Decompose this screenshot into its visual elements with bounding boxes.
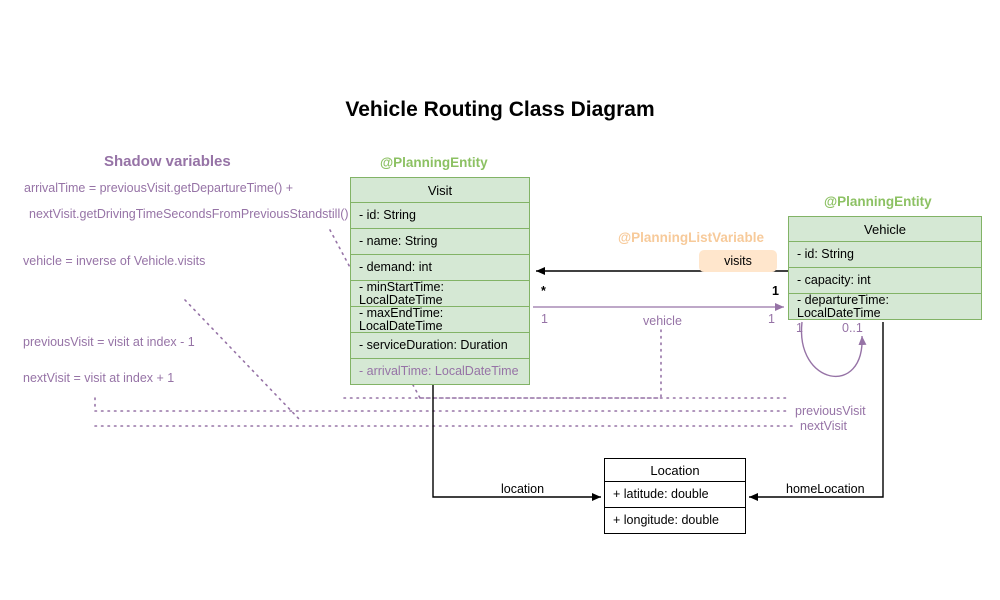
visits-badge: visits: [699, 250, 777, 272]
visits-source-multiplicity: *: [541, 284, 546, 298]
class-location-attr-0: + latitude: double: [604, 482, 746, 508]
location-role-label: location: [501, 482, 545, 496]
class-vehicle-attr-2: - departureTime: LocalDateTime: [788, 294, 982, 320]
shadow-note-vehicle: vehicle = inverse of Vehicle.visits: [23, 254, 206, 268]
previous-visit-role-label: previousVisit: [795, 404, 866, 418]
vehicle-stereotype: @PlanningEntity: [824, 194, 932, 209]
home-location-role-label: homeLocation: [786, 482, 865, 496]
class-visit-attr-5: - serviceDuration: Duration: [350, 333, 530, 359]
association-location: [432, 383, 601, 501]
class-visit-attr-3: - minStartTime: LocalDateTime: [350, 281, 530, 307]
class-visit-attr-2: - demand: int: [350, 255, 530, 281]
shadow-note-previous-visit: previousVisit = visit at index - 1: [23, 335, 195, 349]
vehicle-target-multiplicity: 1: [768, 312, 775, 326]
class-visit-attr-1: - name: String: [350, 229, 530, 255]
class-location-attr-1: + longitude: double: [604, 508, 746, 534]
class-visit[interactable]: Visit - id: String - name: String - dema…: [350, 177, 530, 385]
class-vehicle-name: Vehicle: [788, 216, 982, 242]
shadow-note-arrival-2: nextVisit.getDrivingTimeSecondsFromPrevi…: [29, 207, 349, 221]
self-loop-right-multiplicity: 0..1: [842, 321, 863, 335]
class-vehicle-attr-1: - capacity: int: [788, 268, 982, 294]
class-visit-attr-4: - maxEndTime: LocalDateTime: [350, 307, 530, 333]
vehicle-source-multiplicity: 1: [541, 312, 548, 326]
class-vehicle-attr-0: - id: String: [788, 242, 982, 268]
shadow-variables-heading: Shadow variables: [104, 153, 231, 170]
vehicle-role-label: vehicle: [643, 314, 682, 328]
visits-target-multiplicity: 1: [772, 284, 779, 298]
association-previous-visit: [94, 397, 791, 412]
class-vehicle[interactable]: Vehicle - id: String - capacity: int - d…: [788, 216, 982, 320]
class-visit-attr-0: - id: String: [350, 203, 530, 229]
page-title: Vehicle Routing Class Diagram: [345, 98, 655, 121]
class-visit-name: Visit: [350, 177, 530, 203]
visit-stereotype: @PlanningEntity: [380, 155, 488, 170]
next-visit-role-label: nextVisit: [800, 419, 848, 433]
class-location[interactable]: Location + latitude: double + longitude:…: [604, 458, 746, 534]
self-loop-left-multiplicity: 1: [796, 321, 803, 335]
class-location-name: Location: [604, 458, 746, 482]
shadow-note-arrival-1: arrivalTime = previousVisit.getDeparture…: [24, 181, 294, 195]
class-visit-attr-6: - arrivalTime: LocalDateTime: [350, 359, 530, 385]
planning-list-variable-stereotype: @PlanningListVariable: [618, 230, 764, 245]
shadow-note-next-visit: nextVisit = visit at index + 1: [23, 371, 175, 385]
